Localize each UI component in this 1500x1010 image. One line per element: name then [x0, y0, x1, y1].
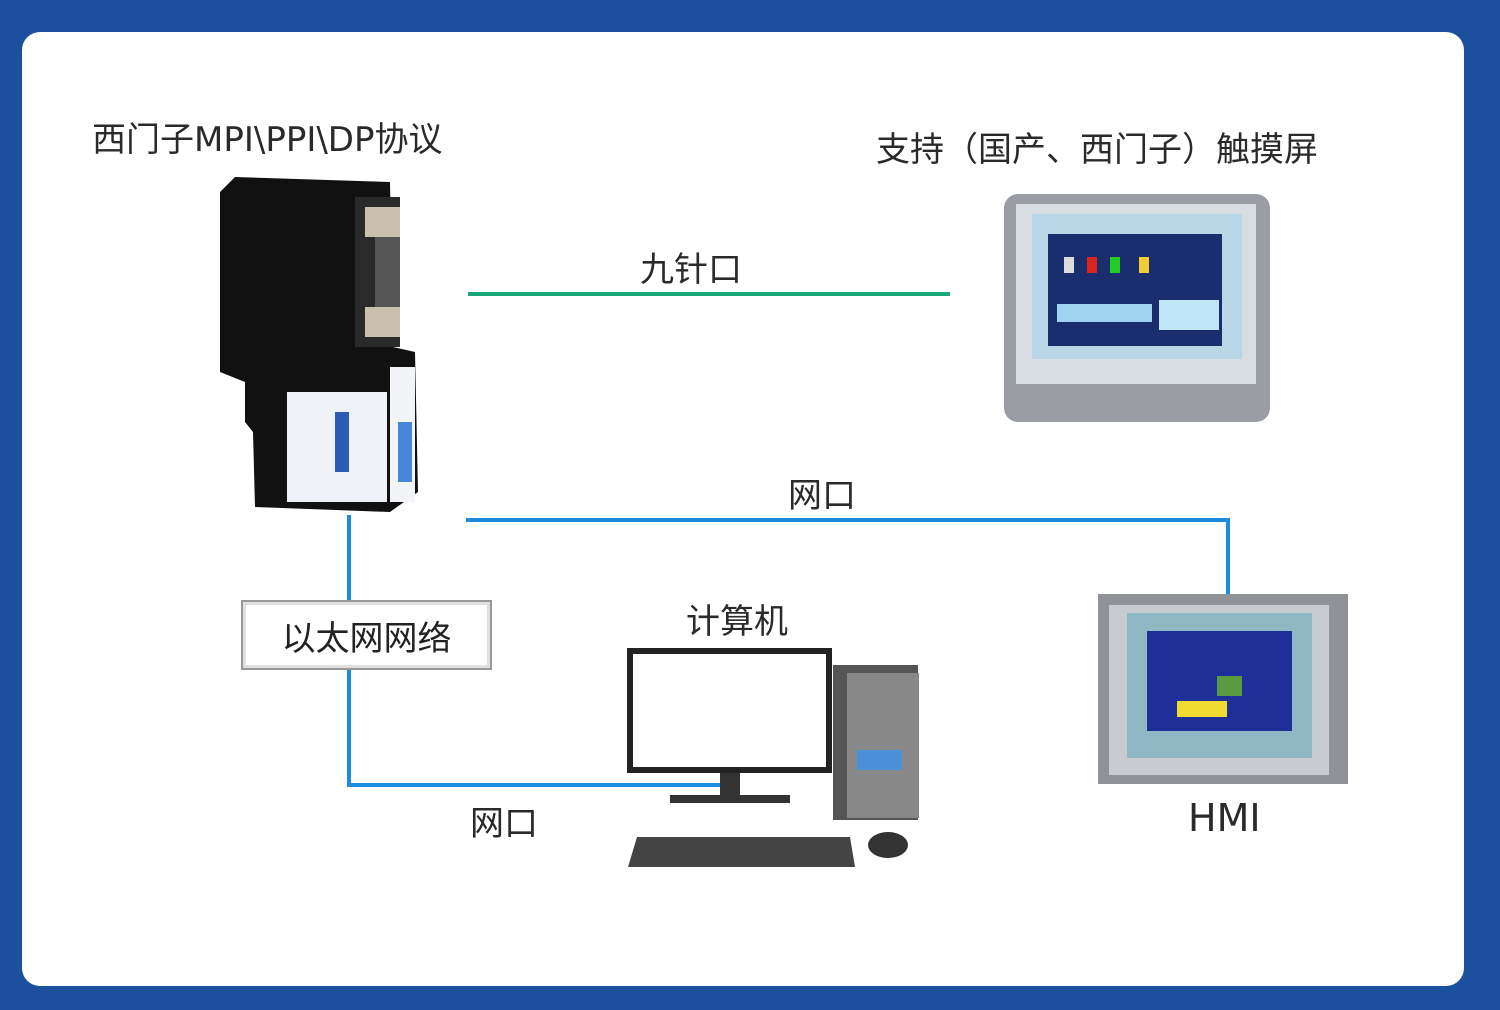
hmi-image: [1098, 594, 1348, 784]
ethernet-line-to-hmi: [466, 518, 1230, 522]
touchscreen-image: [1004, 194, 1270, 422]
computer-image: [627, 648, 919, 867]
ethernet-network-label: 以太网网络: [281, 618, 452, 659]
touchscreen-label: 支持（国产、西门子）触摸屏: [876, 130, 1318, 170]
nine-pin-label: 九针口: [640, 250, 742, 290]
ethernet-line-to-hmi-vertical: [1226, 518, 1230, 596]
serial-connection-line: [468, 292, 950, 296]
net-port-bottom-label: 网口: [470, 804, 538, 844]
computer-label: 计算机: [686, 602, 788, 642]
gateway-device-image: [220, 177, 418, 512]
ethernet-network-box: 以太网网络: [241, 600, 492, 670]
net-port-top-label: 网口: [788, 476, 856, 516]
protocol-label: 西门子MPI\PPI\DP协议: [92, 120, 443, 160]
ethernet-line-to-pc: [347, 783, 727, 787]
hmi-label: HMI: [1188, 796, 1261, 840]
